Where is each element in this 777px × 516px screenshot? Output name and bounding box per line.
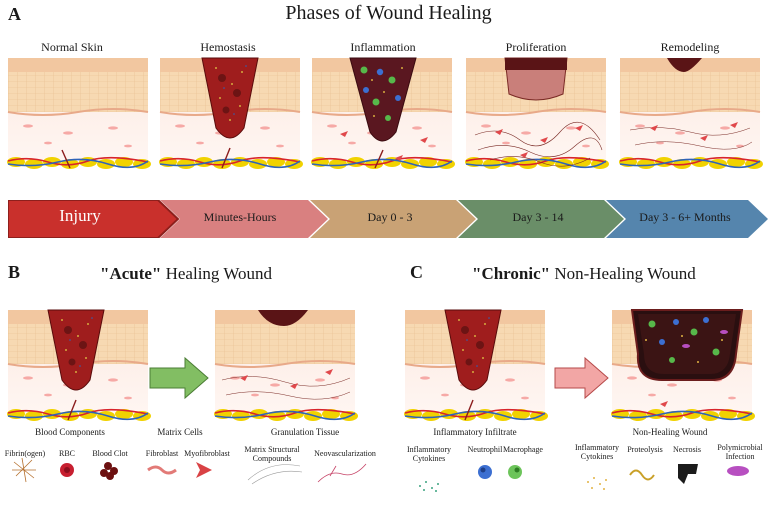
stage-label-hemostasis: Hemostasis <box>200 40 256 54</box>
neutrophil-icon <box>478 465 492 479</box>
timeline-day-3-14: Day 3 - 14 <box>512 210 564 224</box>
panel-c-title: "Chronic" Non-Healing Wound <box>472 264 696 284</box>
panel-a-letter: A <box>8 4 21 24</box>
macrophage-icon <box>508 465 522 479</box>
label-myofibroblast: Myofibroblast <box>184 449 230 458</box>
label-proteolysis: Proteolysis <box>627 445 663 454</box>
timeline-injury: Injury <box>59 206 101 225</box>
timeline-day-0-3: Day 0 - 3 <box>367 210 413 224</box>
blood-clot-icon <box>100 462 118 480</box>
panel-b-title-rest: Healing Wound <box>161 264 273 283</box>
group-granulation-tissue: Granulation Tissue <box>270 427 340 437</box>
label-fibroblast: Fibroblast <box>145 449 179 458</box>
necrosis-icon <box>678 464 698 484</box>
stage-label-normal-skin: Normal Skin <box>41 40 103 54</box>
stage-label-remodeling: Remodeling <box>660 40 720 54</box>
label-inflammatory-cytokines: Inflammatory Cytokines <box>407 445 451 463</box>
panel-b-letter: B <box>8 262 21 282</box>
inflammatory-cytokines-icon-2 <box>587 477 607 490</box>
label-macrophage: Macrophage <box>503 445 543 454</box>
group-blood-components: Blood Components <box>35 427 105 437</box>
polymicrobial-infection-icon <box>727 466 749 476</box>
label-neovascularization: Neovascularization <box>314 449 376 458</box>
group-non-healing-wound: Non-Healing Wound <box>632 427 708 437</box>
inflammatory-cytokines-icon <box>419 481 439 492</box>
timeline-day-3-6-months: Day 3 - 6+ Months <box>639 210 731 224</box>
group-matrix-cells: Matrix Cells <box>157 427 203 437</box>
panel-c-title-rest: Non-Healing Wound <box>550 264 696 283</box>
panel-b-title: "Acute" Healing Wound <box>100 264 272 284</box>
stage-label-proliferation: Proliferation <box>505 40 567 54</box>
panel-c-title-bold: "Chronic" <box>472 264 551 283</box>
panel-a-title: Phases of Wound Healing <box>285 2 492 24</box>
panel-c-letter: C <box>410 262 423 282</box>
group-inflammatory-infiltrate: Inflammatory Infiltrate <box>433 427 517 437</box>
label-necrosis: Necrosis <box>673 445 701 454</box>
myofibroblast-icon <box>196 462 212 478</box>
label-fibrinogen: Fibrin(ogen) <box>4 449 46 458</box>
timeline-minutes-hours: Minutes-Hours <box>203 210 277 224</box>
matrix-structural-icon <box>247 464 303 485</box>
fibroblast-icon <box>147 465 177 475</box>
label-neutrophil: Neutrophil <box>467 445 503 454</box>
stage-label-inflammation: Inflammation <box>350 40 416 54</box>
fibrin-icon <box>12 457 36 483</box>
proteolysis-icon <box>629 469 655 481</box>
label-polymicrobial-infection: Polymicrobial Infection <box>717 443 763 461</box>
label-rbc: RBC <box>58 449 75 458</box>
label-inflammatory-cytokines-2: Inflammatory Cytokines <box>575 443 619 461</box>
timeline <box>8 200 768 238</box>
panel-b-title-bold: "Acute" <box>100 264 162 283</box>
neovascularization-icon <box>317 463 367 483</box>
label-blood-clot: Blood Clot <box>92 449 128 458</box>
label-matrix-structural: Matrix Structural Compounds <box>244 445 300 463</box>
